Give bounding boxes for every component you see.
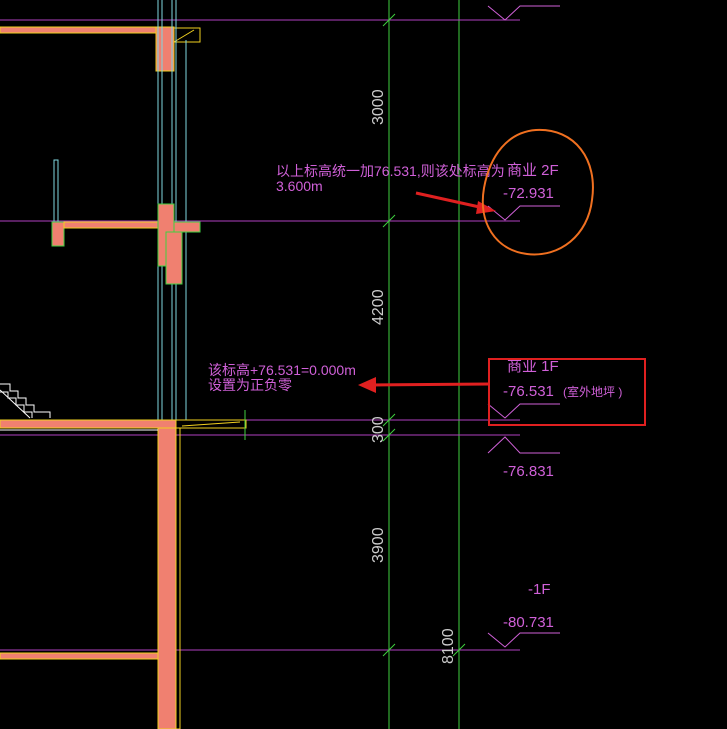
ground-floor-slab [0, 410, 247, 729]
basement-slab [0, 652, 159, 660]
level-2f-value: -72.931 [503, 185, 554, 202]
arrow-mid-shaft [371, 382, 491, 387]
dimension-labels: 3000 4200 300 3900 8100 [370, 89, 457, 664]
dim-3900: 3900 [370, 527, 387, 563]
level-marker-1f [487, 403, 560, 419]
level-marker-top [487, 5, 560, 21]
highlight-circle-2f [481, 128, 594, 256]
level-lines [0, 19, 520, 651]
annotation-notes: 以上标高统一加76.531,则该处标高为 3.600m 该标高+76.531=0… [208, 163, 505, 393]
dim-3000: 3000 [370, 89, 387, 125]
annotation-arrows [358, 191, 496, 393]
level-1f-value: -76.531 [503, 383, 554, 400]
dim-8100: 8100 [440, 628, 457, 664]
level-2f-name: 商业 2F [507, 162, 559, 179]
arrow-top-head [476, 201, 496, 214]
level-labels: 商业 2F -72.931 商业 1F -76.531 (室外地坪 ) -76.… [503, 162, 622, 631]
level-markers [487, 5, 560, 648]
level-lower-value: -76.831 [503, 463, 554, 480]
arrow-mid-head [358, 377, 376, 393]
level-b1-name: -1F [528, 581, 551, 598]
note-top-line2: 3.600m [276, 178, 323, 194]
level-marker-lower [487, 436, 560, 454]
upper-slab [0, 26, 201, 72]
dim-300: 300 [370, 416, 387, 443]
note-mid-line2: 设置为正负零 [208, 377, 292, 393]
highlight-box-1f [488, 358, 646, 426]
level-marker-b1 [487, 632, 560, 648]
note-mid-line1: 该标高+76.531=0.000m [208, 362, 356, 378]
level-1f-note: (室外地坪 ) [563, 384, 622, 399]
level-marker-2f [487, 205, 560, 221]
stair [0, 383, 51, 419]
grid-lines [388, 0, 460, 729]
arrow-top-shaft [415, 191, 485, 210]
dimension-ticks [382, 13, 466, 657]
second-floor-slab [51, 159, 201, 285]
level-1f-name: 商业 1F [507, 358, 559, 375]
level-b1-value: -80.731 [503, 614, 554, 631]
dim-4200: 4200 [370, 289, 387, 325]
note-top-line1: 以上标高统一加76.531,则该处标高为 [276, 163, 505, 179]
